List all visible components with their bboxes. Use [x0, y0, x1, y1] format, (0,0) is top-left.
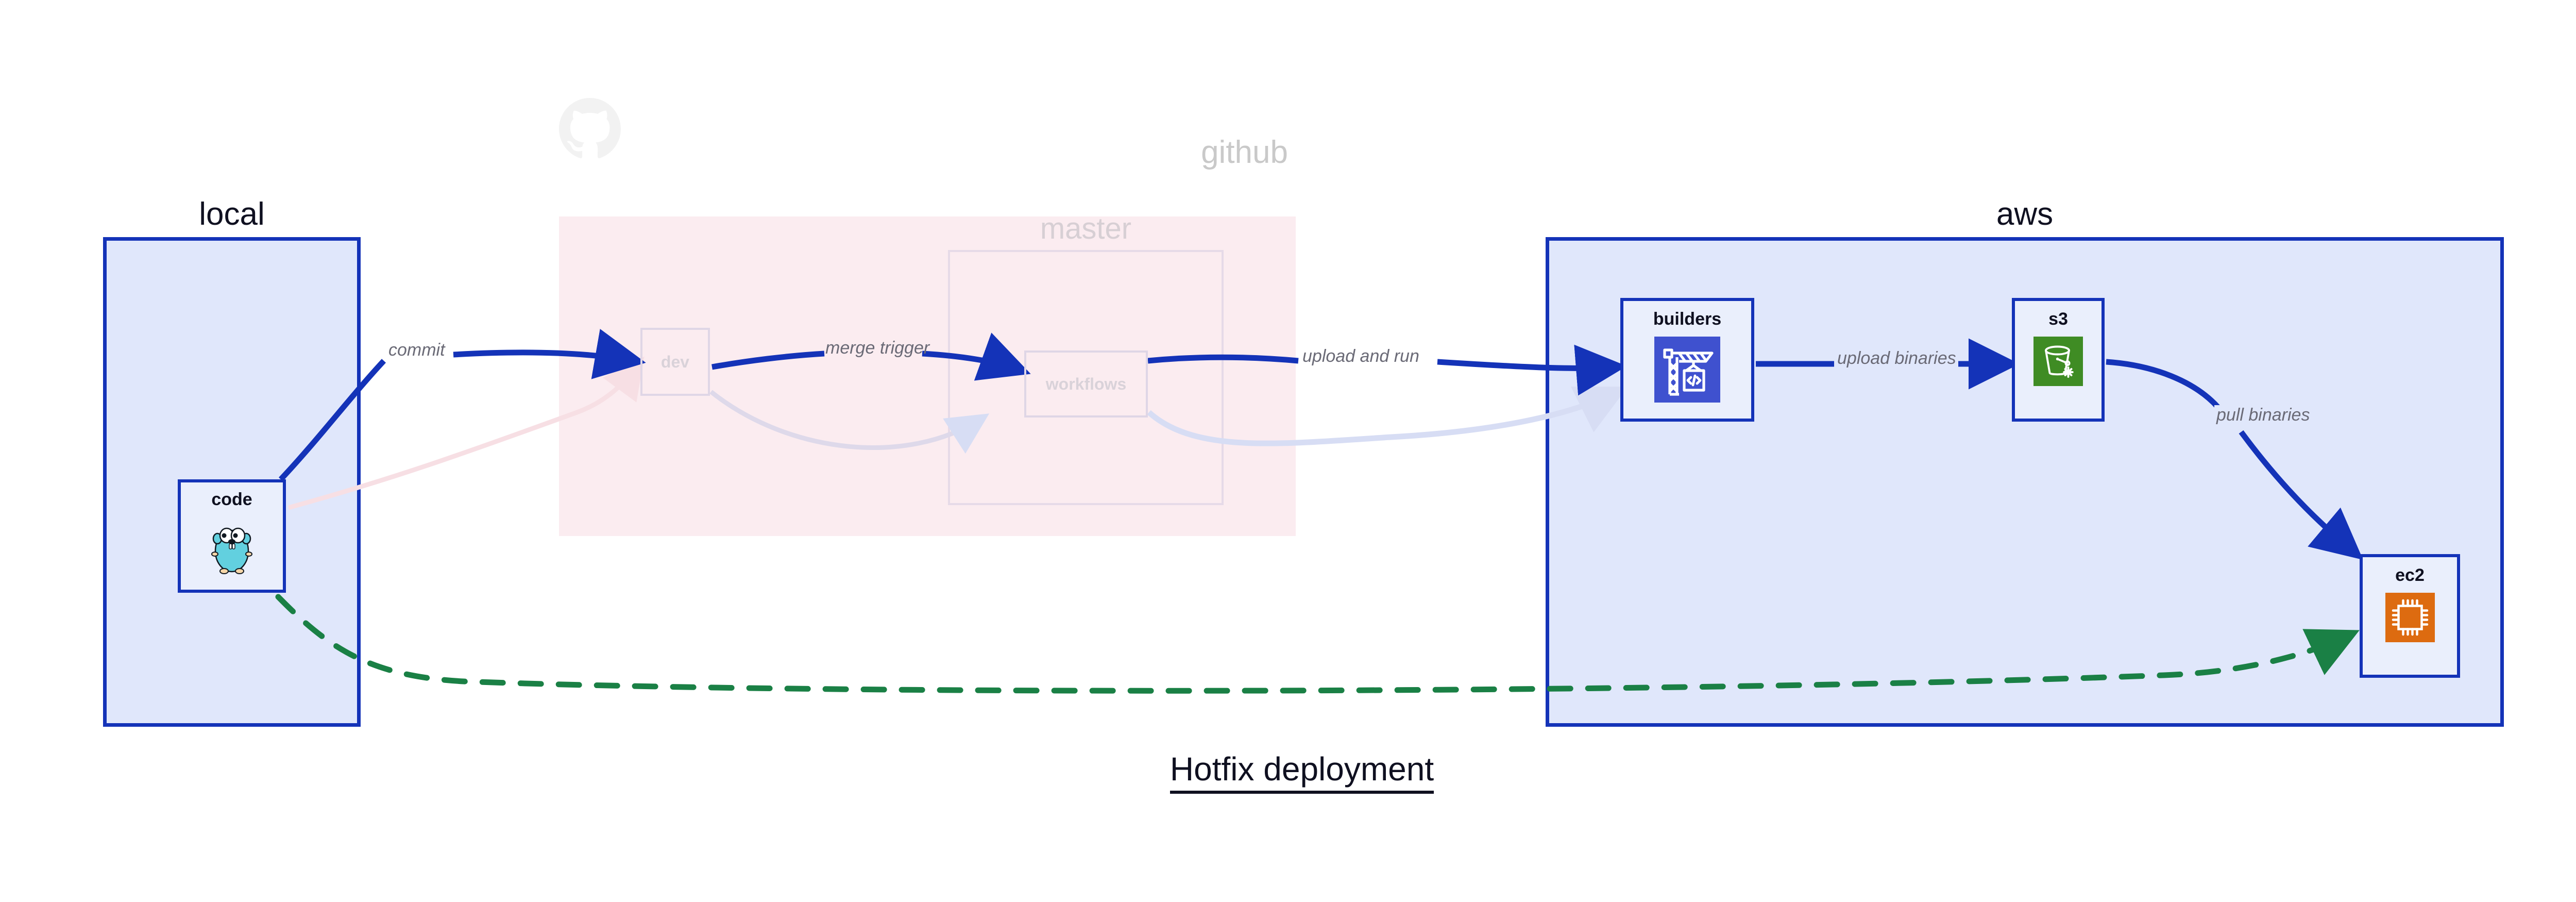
diagram-title-text: Hotfix deployment — [1170, 750, 1434, 794]
node-ec2[interactable]: ec2 — [2360, 554, 2460, 678]
go-gopher-icon — [208, 517, 256, 575]
node-dev-label: dev — [660, 352, 690, 371]
node-code[interactable]: code — [178, 479, 286, 593]
group-aws-label: aws — [1996, 196, 2054, 232]
node-dev[interactable]: dev — [640, 328, 710, 396]
s3-bucket-icon — [2033, 337, 2083, 386]
edge-label-merge-trigger: merge trigger — [825, 338, 930, 358]
group-github — [559, 216, 1296, 536]
edge-label-pull-binaries: pull binaries — [2214, 405, 2312, 425]
node-s3[interactable]: s3 — [2012, 298, 2105, 422]
group-github-label: github — [1201, 135, 1288, 170]
edge-label-commit: commit — [386, 340, 447, 360]
node-ec2-label: ec2 — [2395, 565, 2425, 585]
node-builders[interactable]: builders — [1620, 298, 1754, 422]
node-builders-label: builders — [1653, 309, 1722, 329]
crane-code-icon — [1654, 337, 1720, 403]
cpu-chip-icon — [2385, 593, 2435, 642]
edge-label-upload-and-run: upload and run — [1300, 346, 1421, 366]
group-master — [948, 250, 1224, 505]
diagram-title: Hotfix deployment — [0, 750, 2576, 794]
node-workflows[interactable]: workflows — [1024, 350, 1148, 417]
node-s3-label: s3 — [2048, 309, 2068, 329]
edge-label-upload-binaries: upload binaries — [1835, 348, 1958, 369]
group-local-label: local — [199, 196, 265, 232]
node-workflows-label: workflows — [1045, 374, 1127, 393]
group-master-label: master — [1040, 212, 1132, 245]
node-code-label: code — [211, 490, 252, 509]
github-octocat-icon — [559, 98, 621, 159]
